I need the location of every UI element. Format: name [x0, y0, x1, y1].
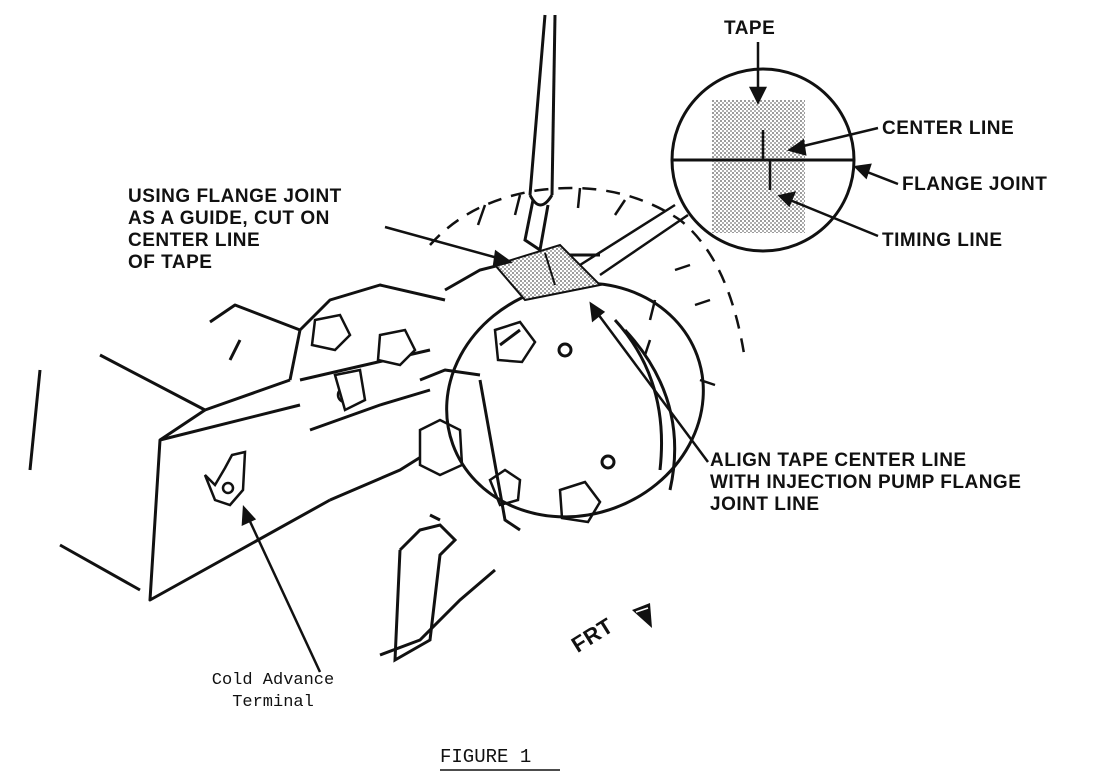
tape-on-flange — [493, 243, 603, 302]
engine-housing — [28, 283, 481, 602]
timing-line-label: TIMING LINE — [882, 230, 1003, 251]
timing-wheel — [429, 186, 747, 387]
flange-joint-label: FLANGE JOINT — [902, 174, 1048, 195]
align-instruction-line-1: ALIGN TAPE CENTER LINE — [710, 450, 967, 471]
lower-bracket — [379, 513, 496, 663]
terminal-label-line-2: Terminal — [232, 693, 314, 712]
align-instruction-line-2: WITH INJECTION PUMP FLANGE — [710, 472, 1022, 493]
front-arrow-icon — [632, 603, 652, 628]
housing-bolts — [310, 313, 602, 524]
magnifier-leaders — [579, 203, 689, 277]
terminal-bracket — [203, 450, 247, 507]
cut-instruction-label: USING FLANGE JOINT AS A GUIDE, CUT ON CE… — [128, 186, 342, 274]
tape-label: TAPE — [724, 18, 776, 39]
align-instruction-label: ALIGN TAPE CENTER LINE WITH INJECTION PU… — [710, 450, 1021, 516]
cut-instruction-line-4: OF TAPE — [128, 252, 213, 273]
align-instruction-line-3: JOINT LINE — [710, 494, 820, 515]
scribe-tool — [523, 14, 557, 253]
figure-caption: FIGURE 1 — [440, 746, 532, 768]
cut-instruction-line-2: AS A GUIDE, CUT ON — [128, 208, 330, 229]
center-line-label: CENTER LINE — [882, 118, 1015, 139]
terminal-label-line-1: Cold Advance — [211, 671, 335, 690]
terminal-label: Cold Advance Terminal — [198, 670, 348, 714]
cut-instruction-line-3: CENTER LINE — [128, 230, 261, 251]
callout-arrows — [241, 42, 899, 673]
detail-magnifier — [670, 67, 856, 253]
cut-instruction-line-1: USING FLANGE JOINT — [128, 186, 342, 207]
